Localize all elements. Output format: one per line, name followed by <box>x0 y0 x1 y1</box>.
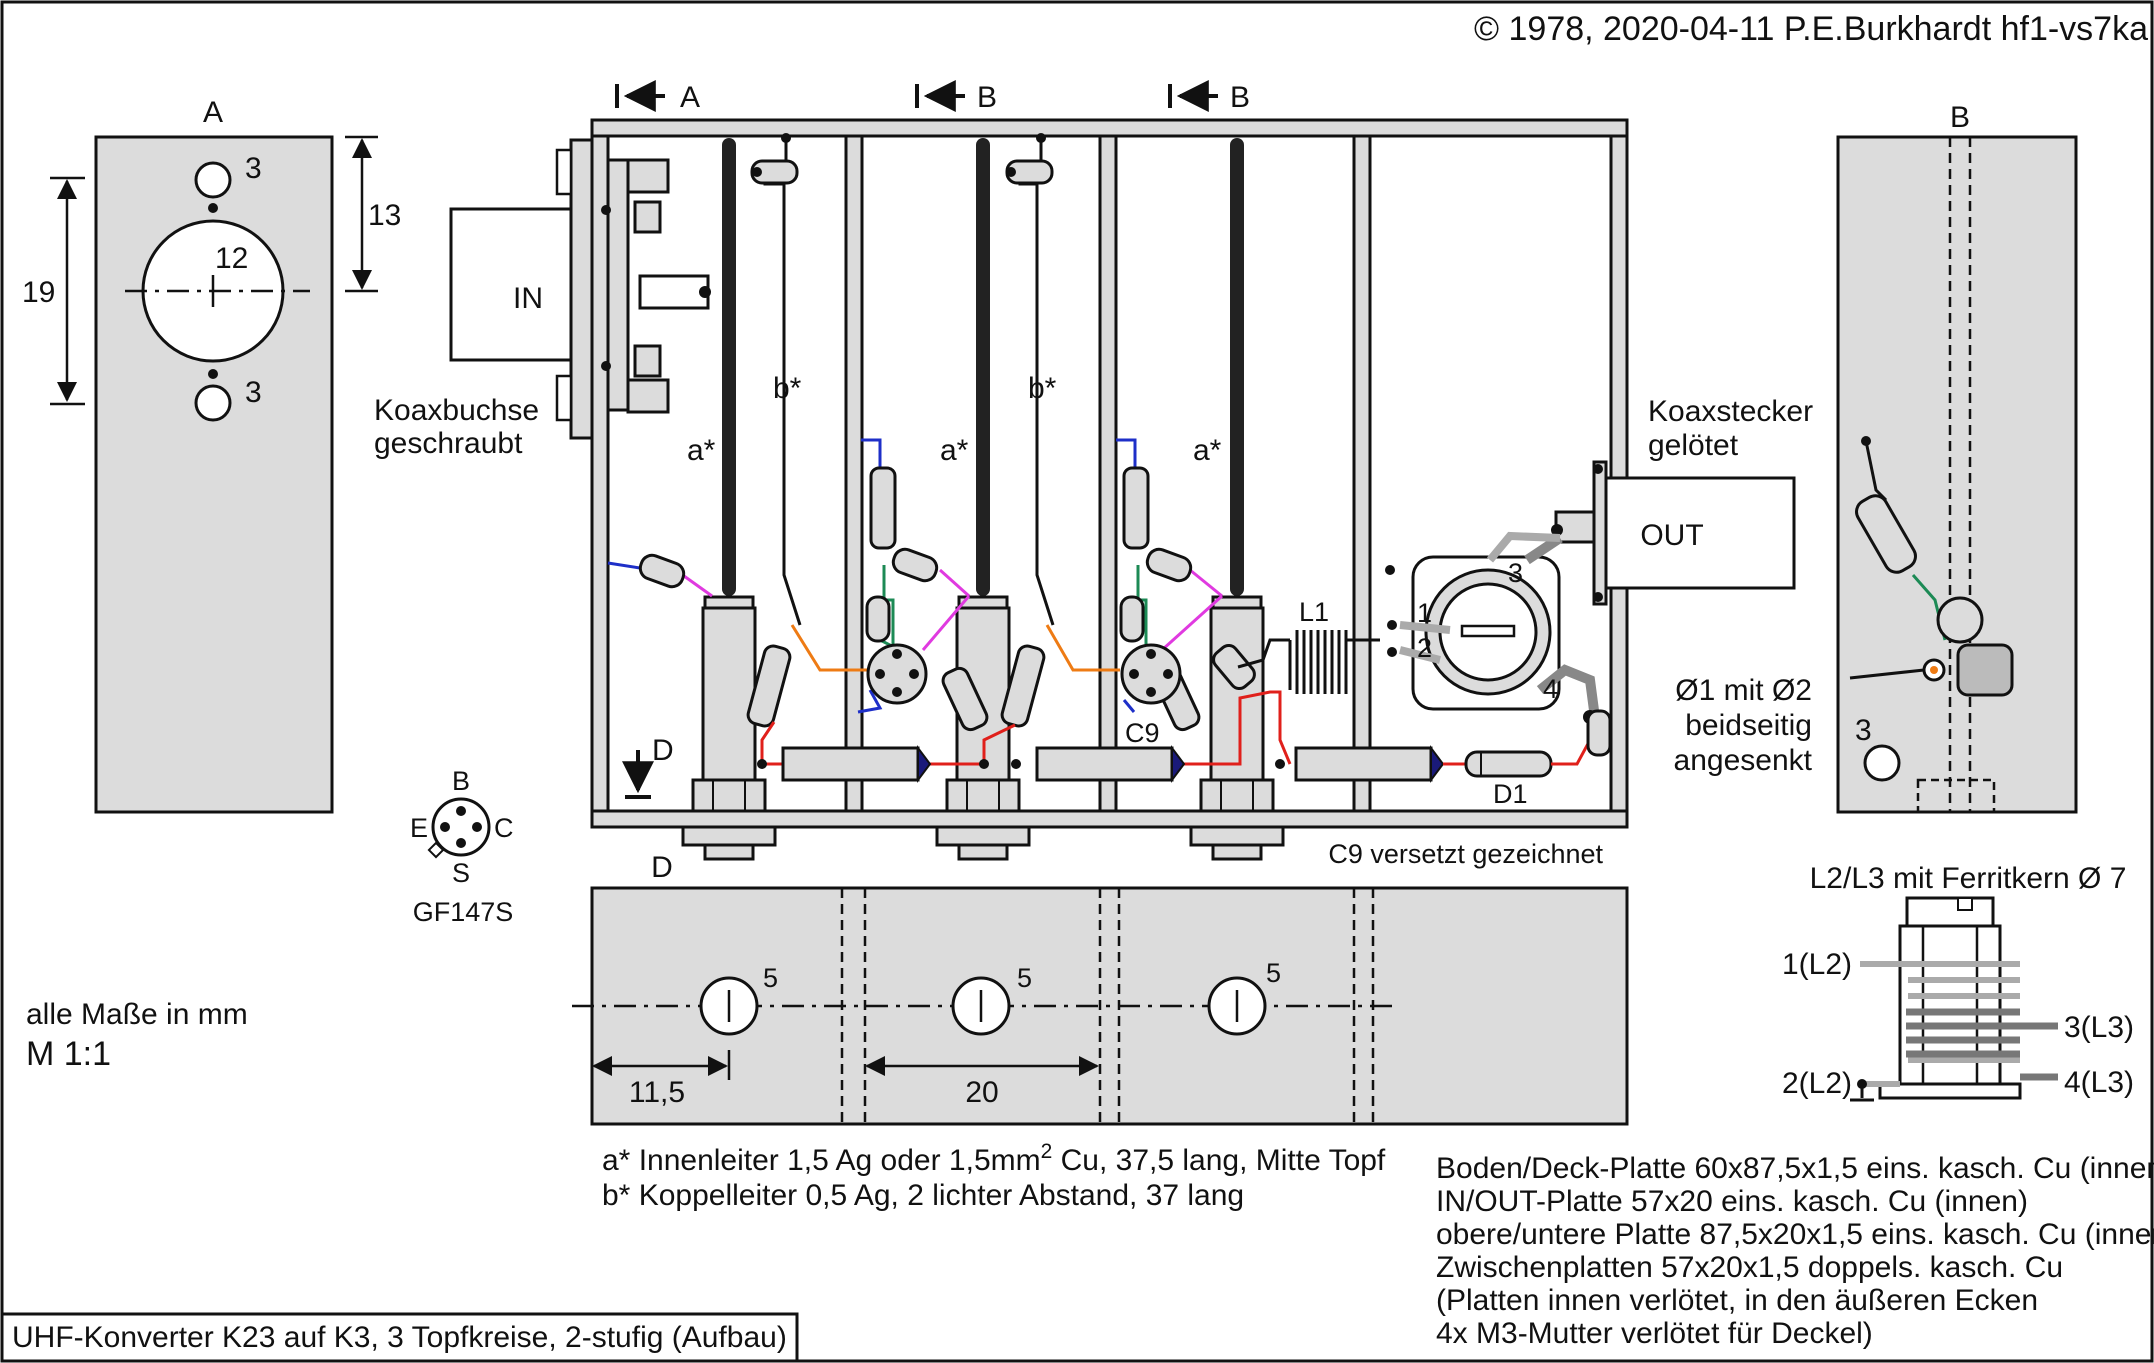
c9-note: C9 versetzt gezeichnet <box>1328 839 1603 869</box>
in-label: IN <box>513 282 543 315</box>
l1-label: L1 <box>1299 597 1329 627</box>
main-assembly: A B B <box>374 80 1813 869</box>
title-text: UHF-Konverter K23 auf K3, 3 Topfkreise, … <box>12 1321 787 1354</box>
coil-pin-1-label: 1 <box>1417 598 1432 628</box>
copyright-text: © 1978, 2020-04-11 P.E.Burkhardt hf1-vs7… <box>1474 10 2148 48</box>
partition-1 <box>844 134 864 813</box>
plate-note-6: 4x M3-Mutter verlötet für Deckel) <box>1436 1317 1873 1350</box>
note-b-star: b* Koppelleiter 0,5 Ag, 2 lichter Abstan… <box>602 1179 1244 1212</box>
view-b-note-line1: Ø1 mit Ø2 <box>1675 674 1812 707</box>
plate-note-5: (Platten innen verlötet, in den äußeren … <box>1436 1284 2038 1317</box>
view-a-hole-bottom <box>194 384 232 422</box>
feedthrough-caps <box>757 690 1445 783</box>
housing-top-wall <box>590 118 1629 138</box>
housing-right-wall <box>1609 134 1629 813</box>
view-a: A 3 12 3 19 13 <box>22 96 401 814</box>
plate-notes: Boden/Deck-Platte 60x87,5x1,5 eins. kasc… <box>1436 1152 2154 1350</box>
coil-pin-3-label: 3 <box>1508 558 1523 588</box>
koaxstecker-label-line2: gelötet <box>1648 429 1739 462</box>
view-d-hole-label-2: 5 <box>1017 963 1032 993</box>
b-star-label-1: b* <box>773 372 802 405</box>
d1-label: D1 <box>1493 779 1528 809</box>
pinout-s: S <box>452 858 470 888</box>
view-d-dim-20: 20 <box>965 1076 998 1109</box>
scale-note: M 1:1 <box>26 1035 111 1073</box>
plate-note-2: IN/OUT-Platte 57x20 eins. kasch. Cu (inn… <box>1436 1185 2028 1218</box>
b-star-label-2: b* <box>1028 372 1057 405</box>
plate-note-4: Zwischenplatten 57x20x1,5 doppels. kasch… <box>1436 1251 2063 1284</box>
view-b-note-line2: beidseitig <box>1685 709 1812 742</box>
pinout-e: E <box>410 813 428 843</box>
view-b-hole <box>1863 744 1901 782</box>
note-a-star: a* Innenleiter 1,5 Ag oder 1,5mm2 Cu, 37… <box>602 1140 1386 1177</box>
svg-text:B: B <box>977 81 997 114</box>
transistor-pinout: B E C S GF147S <box>410 766 514 927</box>
view-b: B 3 <box>1836 101 2078 814</box>
coil-pin-2-label: 2 <box>1417 633 1432 663</box>
view-a-label-12: 12 <box>215 242 248 275</box>
svg-text:A: A <box>680 81 700 114</box>
inner-conductor-1 <box>722 138 736 596</box>
koaxbuchse-label-line1: Koaxbuchse <box>374 394 539 427</box>
plate-note-3: obere/untere Platte 87,5x20x1,5 eins. ka… <box>1436 1218 2154 1251</box>
view-d-hole-label-3: 5 <box>1266 958 1281 988</box>
c9-label: C9 <box>1125 718 1160 748</box>
a-star-label-2: a* <box>940 434 969 467</box>
section-marker-a: A <box>615 80 700 114</box>
title-block <box>0 1312 799 1363</box>
coil-detail-title: L2/L3 mit Ferritkern Ø 7 <box>1810 862 2127 895</box>
pinout-c: C <box>494 813 514 843</box>
trimmer-post-3 <box>1189 595 1285 861</box>
section-marker-b-2: B <box>1168 80 1250 114</box>
housing-left-wall <box>590 134 610 813</box>
view-a-hole-top <box>194 161 232 199</box>
view-a-label-3-top: 3 <box>245 152 262 185</box>
inner-conductor-2 <box>976 138 990 596</box>
koaxstecker-label-line1: Koaxstecker <box>1648 395 1813 428</box>
inner-conductor-3 <box>1230 138 1244 596</box>
a-star-label-3: a* <box>1193 434 1222 467</box>
coil-l1 <box>1237 630 1380 694</box>
view-d-hole-label-1: 5 <box>763 963 778 993</box>
partition-3 <box>1352 134 1372 813</box>
svg-text:B: B <box>1230 81 1250 114</box>
partition-2 <box>1098 134 1118 813</box>
pinout-b: B <box>452 766 470 796</box>
view-a-label-3-bottom: 3 <box>245 376 262 409</box>
view-a-dim-13: 13 <box>368 199 401 232</box>
view-a-title: A <box>203 96 223 129</box>
coil-pin-4-label: 4 <box>1543 674 1558 704</box>
coil-detail-pin-4: 4(L3) <box>2064 1066 2134 1099</box>
coax-socket-in: IN <box>449 138 711 440</box>
pot-coil: 1 2 3 4 <box>1385 531 1600 724</box>
pinout-type: GF147S <box>413 897 514 927</box>
coax-plug-out: OUT <box>1551 460 1796 606</box>
housing-bottom-wall <box>590 809 1629 829</box>
view-b-title: B <box>1950 101 1970 134</box>
view-d-dim-11-5: 11,5 <box>629 1076 685 1109</box>
section-marker-d-label: D <box>652 734 674 767</box>
transistor-stage-2 <box>1120 643 1182 705</box>
koaxbuchse-label-line2: geschraubt <box>374 427 523 460</box>
view-b-note-line3: angesenkt <box>1674 744 1813 777</box>
view-b-hole-label: 3 <box>1855 714 1872 747</box>
units-note: alle Maße in mm <box>26 998 248 1031</box>
coil-detail: L2/L3 mit Ferritkern Ø 7 1(L2) 2(L2) 3( <box>1782 862 2134 1102</box>
section-marker-b-1: B <box>915 80 997 114</box>
view-d-title: D <box>651 851 673 884</box>
transistor-stage-1 <box>866 643 928 705</box>
view-a-dim-19: 19 <box>22 276 55 309</box>
coil-detail-pin-3: 3(L3) <box>2064 1011 2134 1044</box>
a-star-label-1: a* <box>687 434 716 467</box>
coil-detail-pin-1: 1(L2) <box>1782 948 1852 981</box>
plate-note-1: Boden/Deck-Platte 60x87,5x1,5 eins. kasc… <box>1436 1152 2154 1185</box>
view-d: D 5 5 5 11,5 20 <box>572 851 1629 1126</box>
diode-d1 <box>1464 750 1553 778</box>
out-label: OUT <box>1640 519 1703 552</box>
coil-detail-pin-2: 2(L2) <box>1782 1067 1852 1100</box>
